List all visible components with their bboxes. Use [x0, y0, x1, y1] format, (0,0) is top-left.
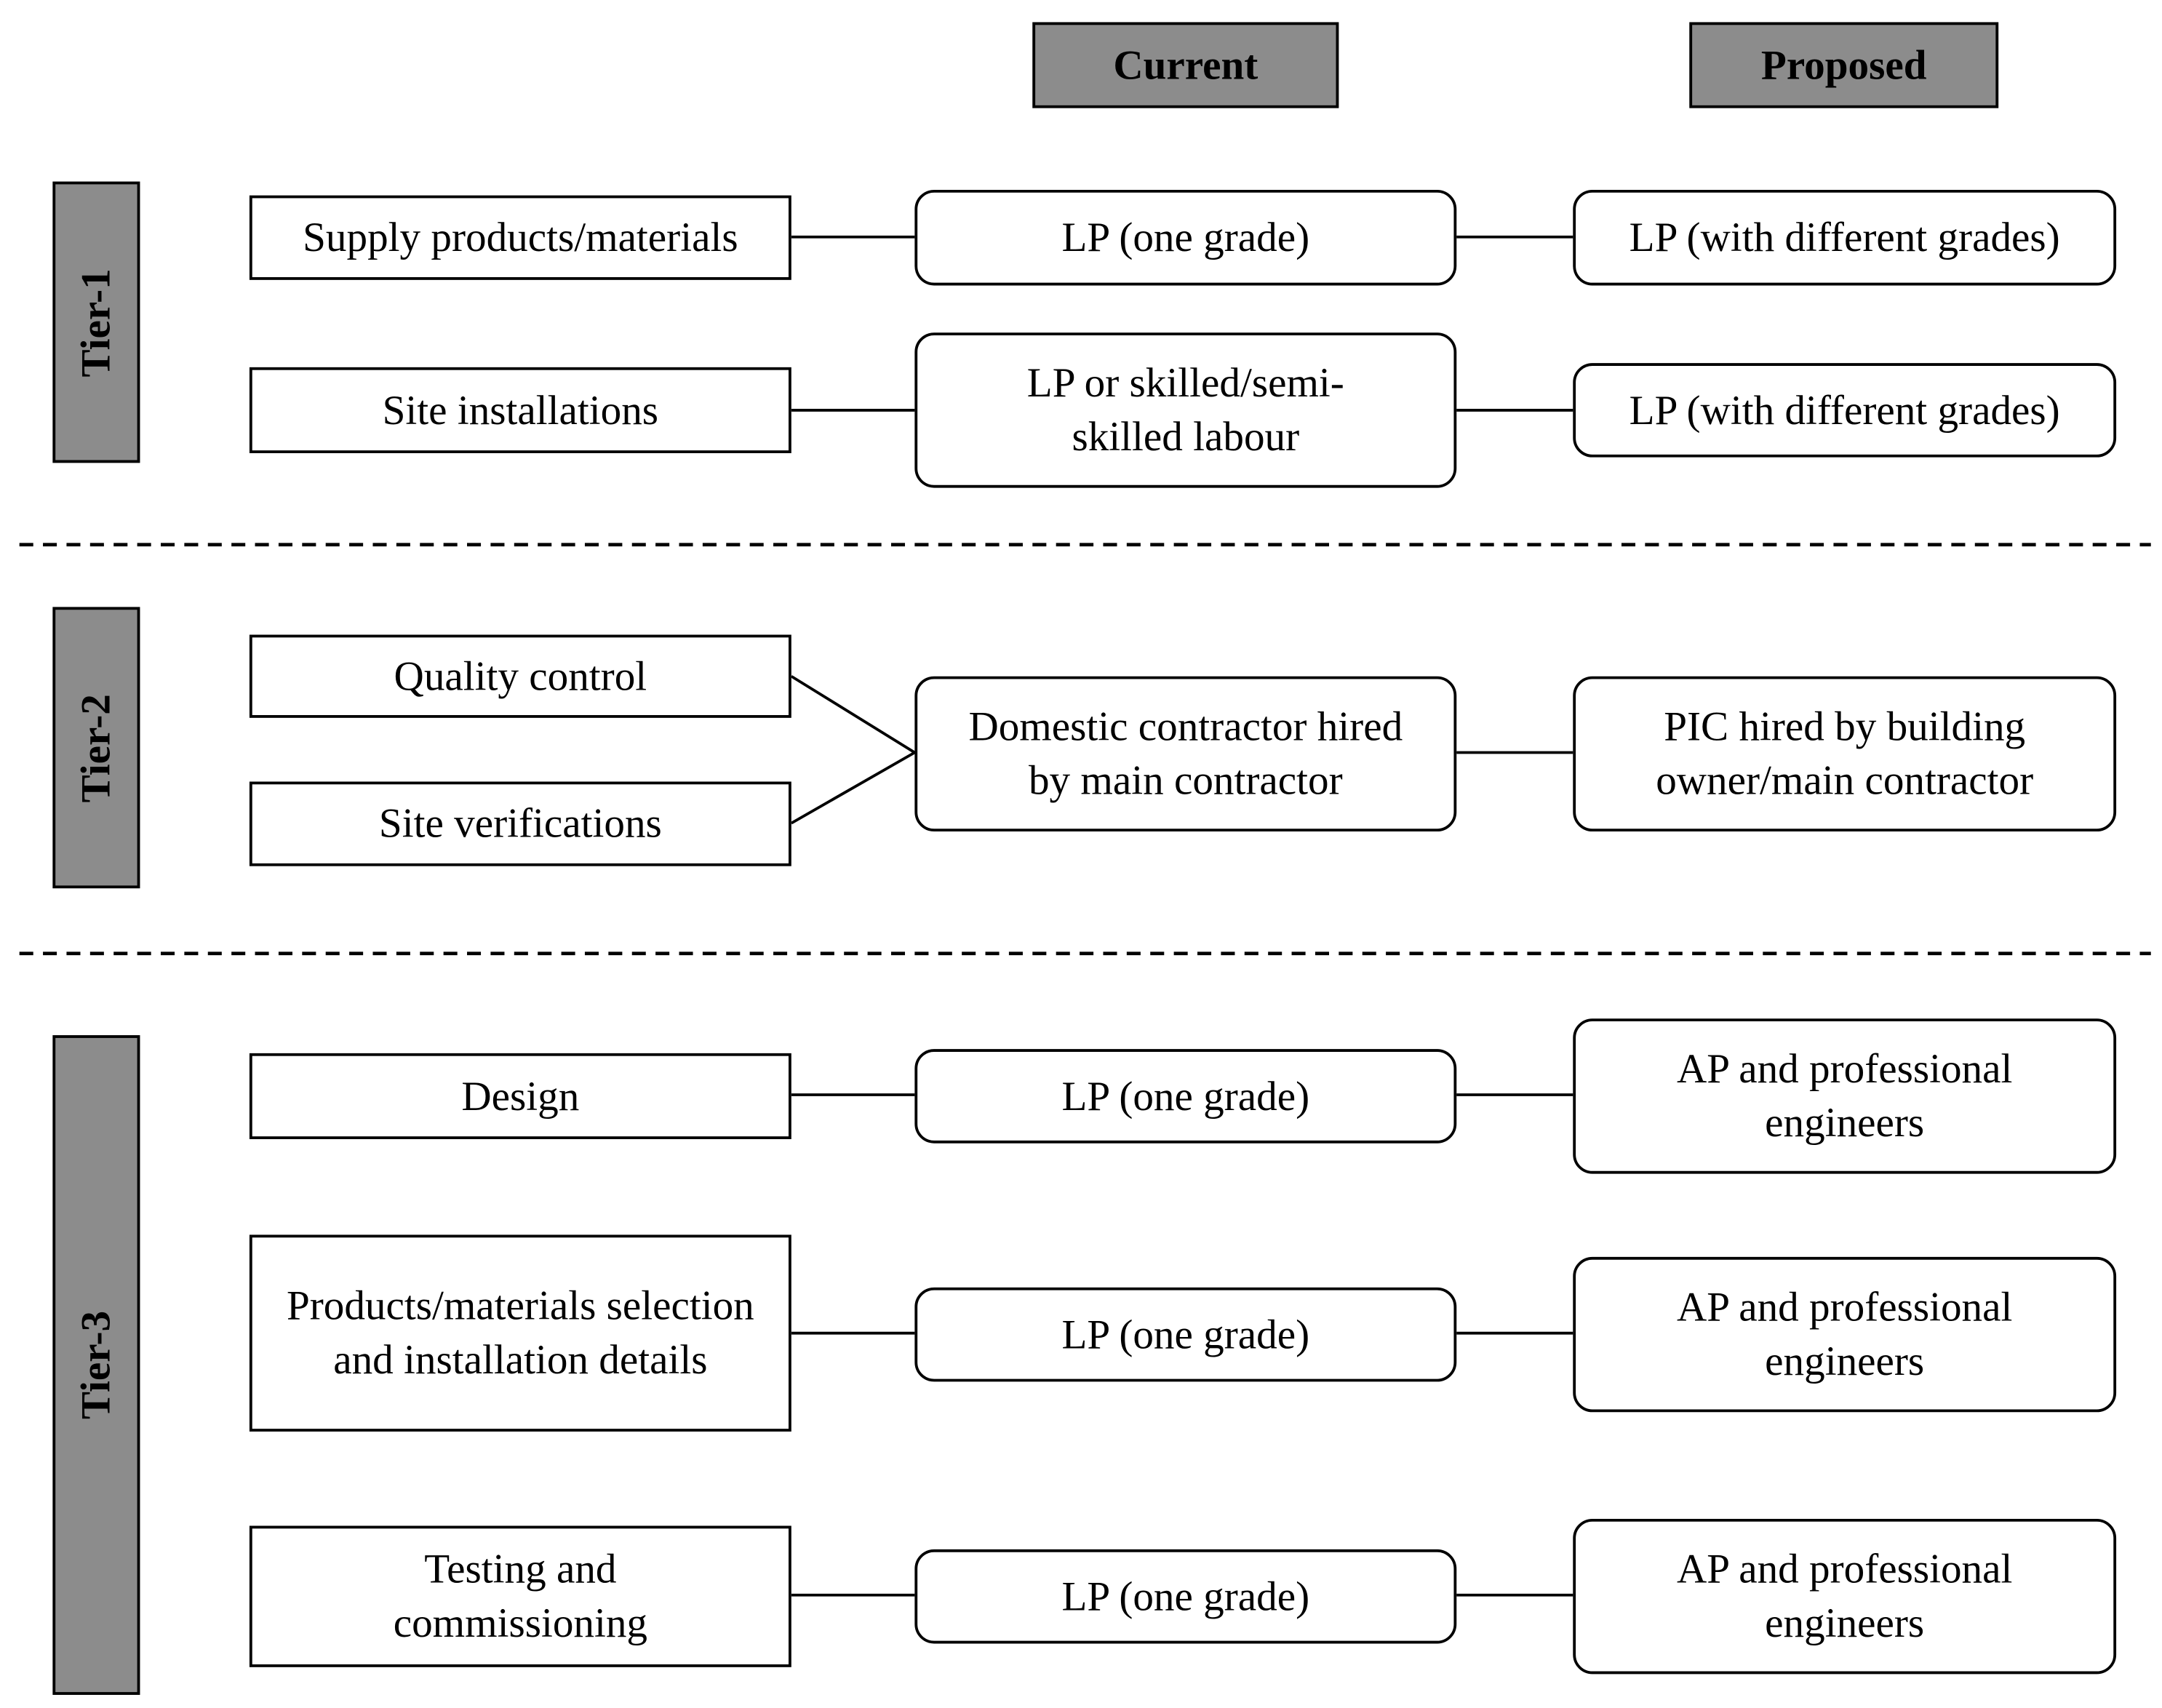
current-supply-products: LP (one grade) — [914, 189, 1457, 286]
activity-testing: Testing and commissioning — [249, 1525, 791, 1667]
tier-2-label: Tier-2 — [73, 693, 119, 802]
proposed-site-installations: LP (with different grades) — [1573, 363, 2117, 458]
tier-3-label: Tier-3 — [73, 1310, 119, 1420]
proposed-supply-products: LP (with different grades) — [1573, 189, 2117, 286]
header-proposed-label: Proposed — [1760, 42, 1927, 88]
activity-site-verifications: Site verifications — [249, 781, 791, 866]
activity-supply-products: Supply products/materials — [249, 195, 791, 280]
current-design: LP (one grade) — [914, 1049, 1457, 1144]
header-current-label: Current — [1113, 42, 1258, 88]
proposed-products-selection: AP and professional engineers — [1573, 1256, 2117, 1413]
header-current: Current — [1032, 22, 1339, 108]
tier-2-bar: Tier-2 — [52, 607, 140, 889]
current-testing: LP (one grade) — [914, 1549, 1457, 1644]
header-proposed: Proposed — [1689, 22, 1999, 108]
current-products-selection: LP (one grade) — [914, 1287, 1457, 1382]
proposed-design: AP and professional engineers — [1573, 1018, 2117, 1174]
activity-products-selection: Products/materials selection and install… — [249, 1234, 791, 1432]
activity-design: Design — [249, 1053, 791, 1139]
proposed-testing: AP and professional engineers — [1573, 1518, 2117, 1675]
tier-1-label: Tier-1 — [73, 268, 119, 377]
tier-3-bar: Tier-3 — [52, 1035, 140, 1695]
tier-1-bar: Tier-1 — [52, 181, 140, 463]
activity-site-installations: Site installations — [249, 367, 791, 453]
current-site-installations: LP or skilled/semi-skilled labour — [914, 332, 1457, 488]
proposed-quality: PIC hired by building owner/main contrac… — [1573, 676, 2117, 832]
current-quality: Domestic contractor hired by main contra… — [914, 676, 1457, 832]
connector-quality-control-current — [790, 675, 916, 754]
connector-site-verifications-current — [790, 751, 916, 825]
activity-quality-control: Quality control — [249, 634, 791, 718]
